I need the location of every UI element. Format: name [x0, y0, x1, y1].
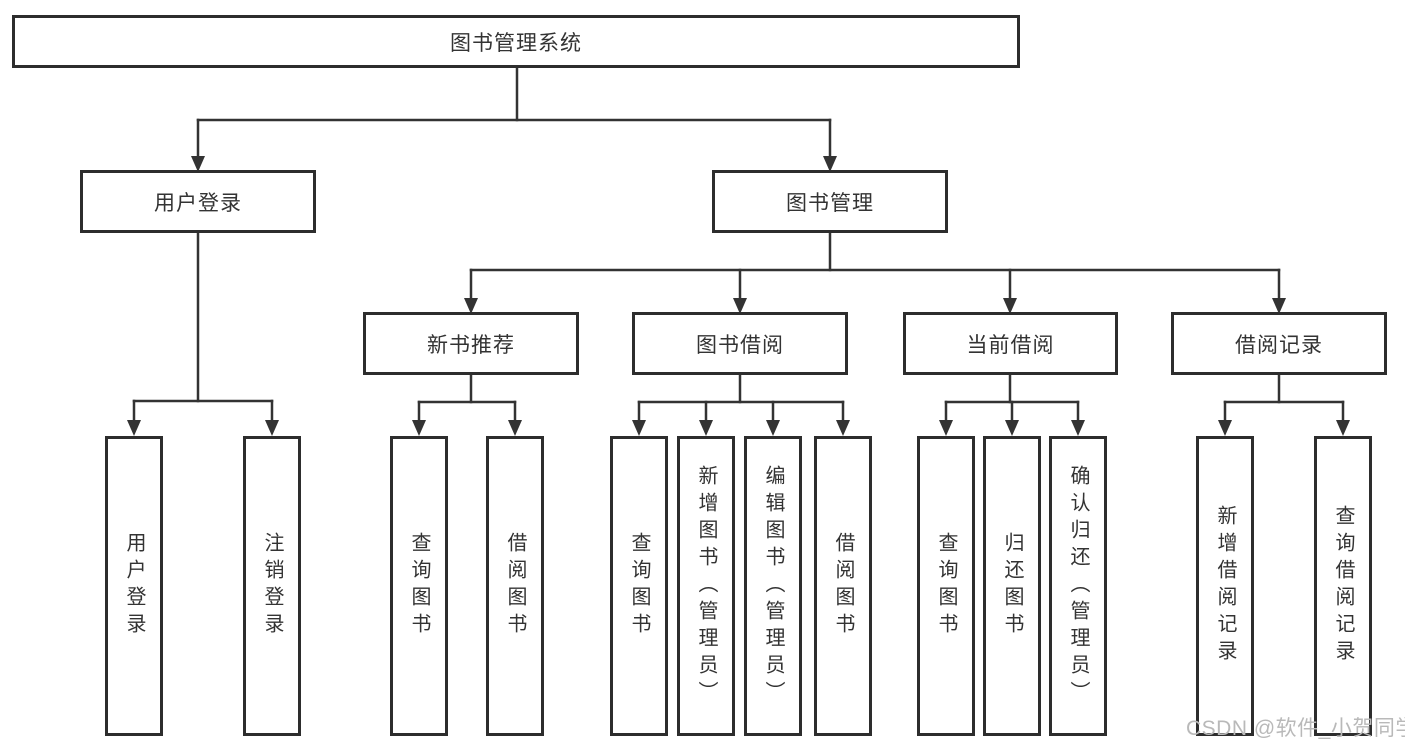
leaf-logout: 注销登录	[243, 436, 301, 736]
leaf-br-add-record: 新增借阅记录	[1196, 436, 1254, 736]
node-book-management-label: 图书管理	[786, 191, 874, 215]
node-root-label: 图书管理系统	[450, 31, 582, 55]
node-new-book-recommend: 新书推荐	[363, 312, 579, 375]
leaf-cb-query-book-label: 查询图书	[935, 532, 957, 640]
node-new-book-recommend-label: 新书推荐	[427, 333, 515, 357]
leaf-nb-query-book-label: 查询图书	[408, 532, 430, 640]
leaf-bb-borrow-book: 借阅图书	[814, 436, 872, 736]
leaf-nb-borrow-book-label: 借阅图书	[504, 532, 526, 640]
node-borrow-record-label: 借阅记录	[1235, 333, 1323, 357]
leaf-bb-add-book-label: 新增图书（管理员）	[695, 464, 717, 708]
leaf-bb-add-book: 新增图书（管理员）	[677, 436, 735, 736]
leaf-bb-query-book-label: 查询图书	[628, 532, 650, 640]
leaf-bb-query-book: 查询图书	[610, 436, 668, 736]
leaf-nb-query-book: 查询图书	[390, 436, 448, 736]
node-current-borrow: 当前借阅	[903, 312, 1118, 375]
leaf-cb-confirm-return-label: 确认归还（管理员）	[1067, 464, 1089, 708]
leaf-cb-return-book-label: 归还图书	[1001, 532, 1023, 640]
node-root: 图书管理系统	[12, 15, 1020, 68]
node-book-borrow-label: 图书借阅	[696, 333, 784, 357]
leaf-bb-borrow-book-label: 借阅图书	[832, 532, 854, 640]
node-current-borrow-label: 当前借阅	[966, 333, 1055, 357]
node-borrow-record: 借阅记录	[1171, 312, 1387, 375]
csdn-watermark: CSDN @软件_小贺同学	[1186, 717, 1405, 740]
leaf-logout-label: 注销登录	[261, 532, 283, 640]
leaf-cb-confirm-return: 确认归还（管理员）	[1049, 436, 1107, 736]
node-user-login: 用户登录	[80, 170, 316, 233]
node-book-borrow: 图书借阅	[632, 312, 848, 375]
leaf-br-query-record: 查询借阅记录	[1314, 436, 1372, 736]
leaf-br-add-record-label: 新增借阅记录	[1214, 505, 1236, 667]
leaf-cb-query-book: 查询图书	[917, 436, 975, 736]
leaf-user-login-label: 用户登录	[123, 532, 145, 640]
leaf-cb-return-book: 归还图书	[983, 436, 1041, 736]
arrowheads	[127, 156, 1350, 436]
node-book-management: 图书管理	[712, 170, 948, 233]
leaf-nb-borrow-book: 借阅图书	[486, 436, 544, 736]
leaf-user-login: 用户登录	[105, 436, 163, 736]
leaf-bb-edit-book-label: 编辑图书（管理员）	[762, 464, 784, 708]
node-user-login-label: 用户登录	[154, 191, 242, 215]
leaf-br-query-record-label: 查询借阅记录	[1332, 505, 1354, 667]
leaf-bb-edit-book: 编辑图书（管理员）	[744, 436, 802, 736]
